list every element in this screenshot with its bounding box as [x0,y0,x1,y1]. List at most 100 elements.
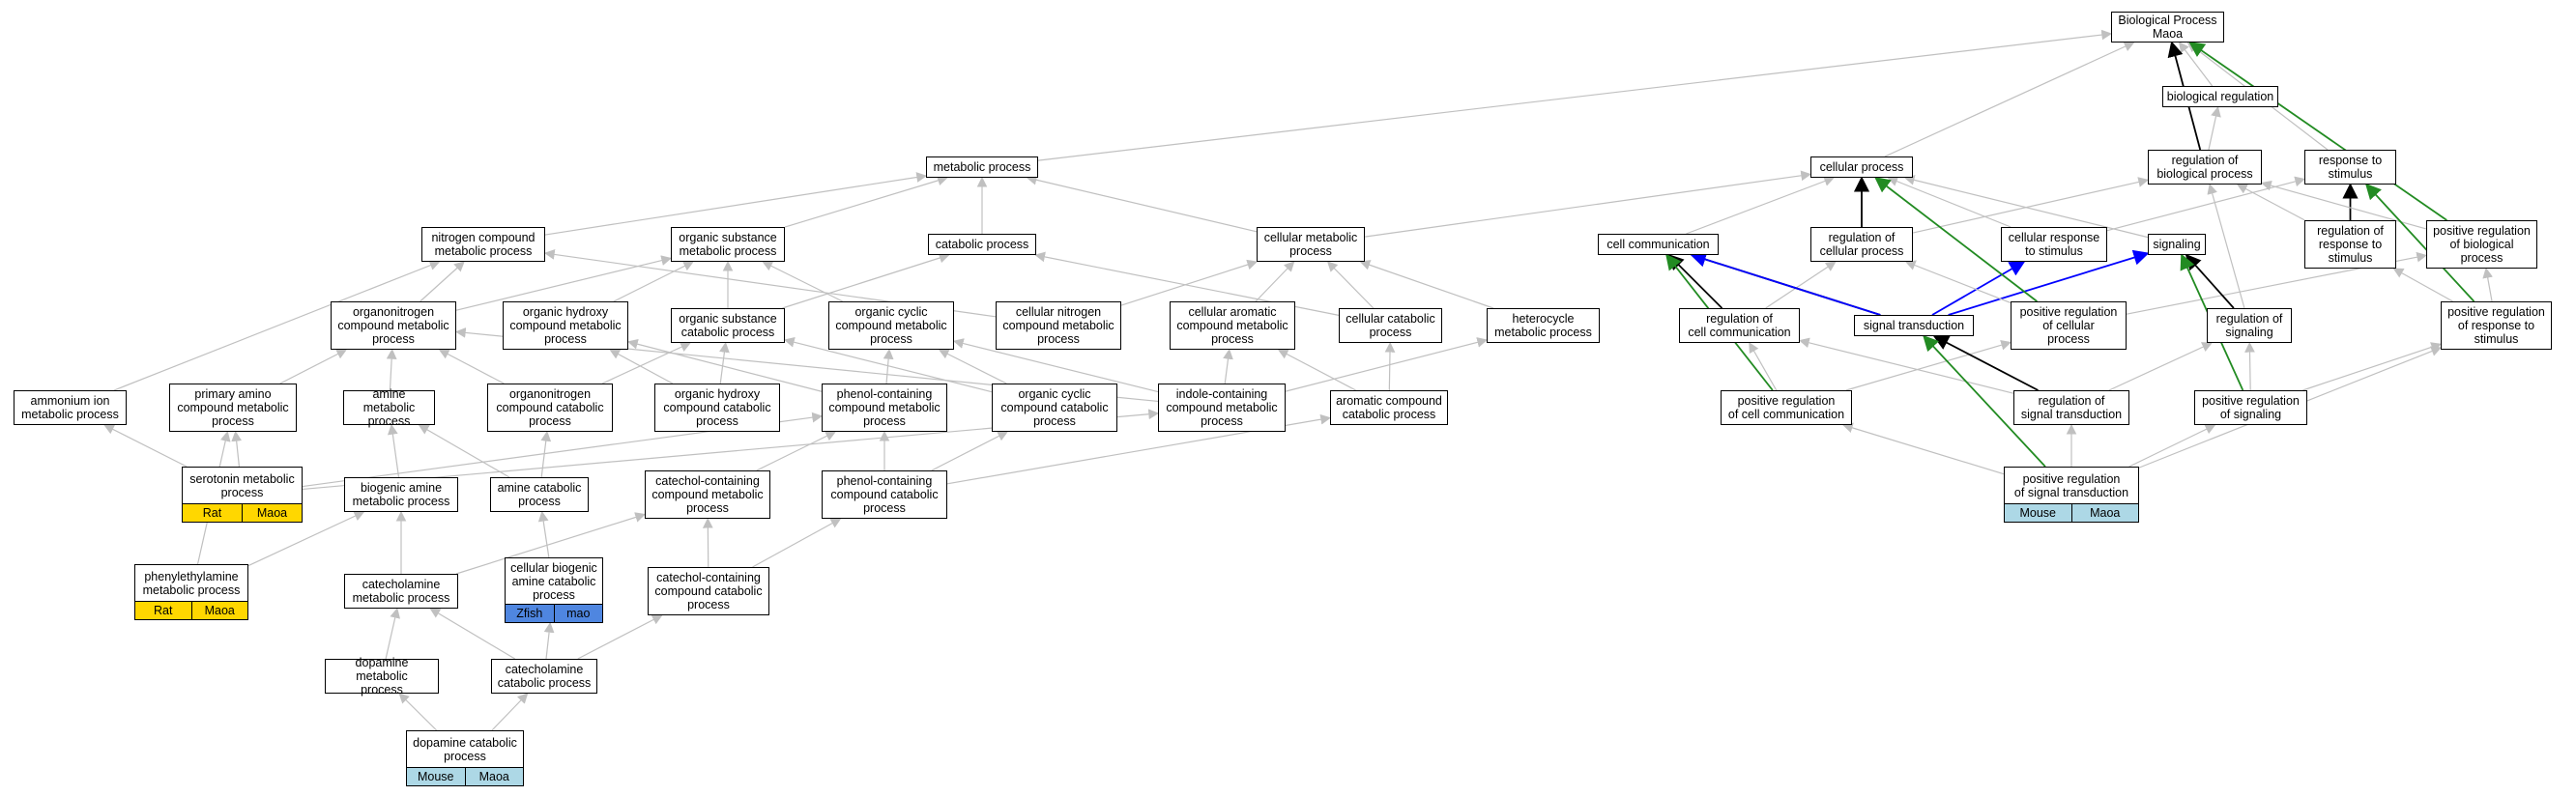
edge-regresp-to-regbio [2236,184,2305,221]
edge-dopacat-to-dopamet [398,693,438,731]
go-term-cellcat[interactable]: cellular catabolic process [1339,308,1442,343]
go-term-label: organic hydroxy compound catabolic proce… [663,387,771,428]
edge-posresp-to-regresp [2392,268,2453,302]
go-term-aminecat[interactable]: amine catabolic process [490,477,589,512]
go-term-cellnitro[interactable]: cellular nitrogen compound metabolic pro… [996,301,1121,350]
go-term-regcomm[interactable]: regulation of cell communication [1679,308,1800,343]
go-term-cellresp[interactable]: cellular response to stimulus [2001,227,2107,262]
go-term-regcell[interactable]: regulation of cellular process [1810,227,1913,262]
go-term-catechcat[interactable]: catechol-containing compound catabolic p… [648,567,769,615]
go-term-label: organic substance catabolic process [679,312,777,339]
go-term-sigtrans[interactable]: signal transduction [1854,315,1974,336]
go-term-dopamet[interactable]: dopamine metabolic process [325,656,439,696]
go-term-metab[interactable]: metabolic process [926,156,1038,178]
go-term-catecholamine[interactable]: catecholamine metabolic process [344,574,458,609]
go-term-label: organic cyclic compound catabolic proces… [1000,387,1109,428]
go-term-label: positive regulation of cellular process [2019,305,2118,346]
go-term-posbio[interactable]: positive regulation of biological proces… [2426,220,2537,269]
edge-orgsub-to-metab [784,175,948,228]
go-term-orgnitro[interactable]: organonitrogen compound metabolic proces… [331,301,456,350]
go-term-posregsig[interactable]: positive regulation of signaling [2194,390,2307,425]
go-term-posregcell[interactable]: positive regulation of cellular process [2011,301,2127,350]
go-term-posresp[interactable]: positive regulation of response to stimu… [2441,301,2552,350]
go-term-orgcyccat[interactable]: organic cyclic compound catabolic proces… [992,384,1117,432]
go-term-label: biogenic amine metabolic process [352,481,450,508]
go-term-biogen[interactable]: biogenic amine metabolic process [344,477,458,512]
go-term-label: organic hydroxy compound metabolic proce… [509,305,622,346]
go-term-label: serotonin metabolic process [182,467,303,504]
go-term-orghyd[interactable]: organic hydroxy compound metabolic proce… [503,301,628,350]
go-term-orgsub[interactable]: organic substance metabolic process [671,227,785,262]
edge-posregcell-to-cellproc [1874,177,2038,302]
go-term-cellbiogen[interactable]: cellular biogenic amine catabolic proces… [505,557,603,623]
go-term-label: organonitrogen compound metabolic proces… [337,305,449,346]
edge-cellcomm-to-cellproc [1686,176,1836,235]
edge-cellnitro-to-cellmet [1120,259,1259,306]
edge-regsigtrans-to-sigtrans [1932,335,2039,391]
edge-aminecat-to-orgnitrocat [540,430,552,478]
go-term-cellmet[interactable]: cellular metabolic process [1257,227,1365,262]
go-term-hetero[interactable]: heterocycle metabolic process [1487,308,1600,343]
go-term-label: cellular nitrogen compound metabolic pro… [1002,305,1114,346]
go-term-catab[interactable]: catabolic process [928,234,1036,255]
edge-posregsig-to-regsig [2244,341,2255,391]
go-term-phencat[interactable]: phenol-containing compound catabolic pro… [822,470,947,519]
edge-catecholcat-to-catechcat [577,614,663,660]
go-term-primam[interactable]: primary amino compound metabolic process [169,384,297,432]
go-term-regresp[interactable]: regulation of response to stimulus [2304,220,2396,269]
go-term-label: regulation of signaling [2215,312,2283,339]
go-term-bp[interactable]: Biological Process Maoa [2111,12,2224,43]
gene-cell: Maoa [191,602,248,620]
go-term-cellarom[interactable]: cellular aromatic compound metabolic pro… [1170,301,1295,350]
go-term-orghydcat[interactable]: organic hydroxy compound catabolic proce… [654,384,780,432]
edge-cellbiogen-to-aminecat [537,510,550,558]
go-term-nitro[interactable]: nitrogen compound metabolic process [421,227,545,262]
go-term-label: Biological Process Maoa [2118,14,2217,41]
gene-cell: mao [554,605,603,623]
go-term-orgcyc[interactable]: organic cyclic compound metabolic proces… [828,301,954,350]
edge-cellcat-to-cellmet [1326,261,1375,309]
go-term-aromcat[interactable]: aromatic compound catabolic process [1330,390,1448,425]
go-term-cellcomm[interactable]: cell communication [1598,234,1719,255]
go-term-posregsigtrans[interactable]: positive regulation of signal transducti… [2004,467,2139,523]
go-term-label: organonitrogen compound catabolic proces… [496,387,604,428]
go-term-regsigtrans[interactable]: regulation of signal transduction [2013,390,2129,425]
go-term-regsig[interactable]: regulation of signaling [2207,308,2292,343]
go-term-posregcomm[interactable]: positive regulation of cell communicatio… [1721,390,1852,425]
edge-catecholcat-to-catecholamine [429,608,516,660]
edge-dopacat-to-catecholcat [491,693,529,731]
edge-indole-to-orgcyc [952,338,1159,393]
edge-orgcyc-to-orgsub [762,261,843,302]
go-term-signaling[interactable]: signaling [2148,234,2206,255]
go-term-label: catecholamine metabolic process [352,578,450,605]
go-term-label: metabolic process [933,160,1031,174]
go-term-phenmet[interactable]: phenol-containing compound metabolic pro… [822,384,947,432]
edge-orgnitrocat-to-orgsubcat [601,342,692,384]
edge-phencat-to-orgcyccat [931,431,1009,471]
go-term-catechmet[interactable]: catechol-containing compound metabolic p… [645,470,770,519]
go-term-aminemet[interactable]: amine metabolic process [343,387,435,428]
edge-posregsigtrans-to-posregcomm [1841,422,2005,475]
go-term-ammon[interactable]: ammonium ion metabolic process [14,390,127,425]
go-term-orgnitrocat[interactable]: organonitrogen compound catabolic proces… [487,384,613,432]
edge-sigtrans-to-cellcomm [1690,251,1881,316]
go-term-breg[interactable]: biological regulation [2162,86,2278,107]
go-term-label: catabolic process [935,238,1029,251]
go-term-regbio[interactable]: regulation of biological process [2148,150,2262,185]
go-term-label: phenylethylamine metabolic process [134,564,248,602]
go-term-orgsubcat[interactable]: organic substance catabolic process [671,308,785,343]
edge-dopamet-to-catecholamine [385,607,401,660]
gene-cell: Maoa [2071,504,2139,523]
edge-signaling-to-cellproc [1903,175,2149,239]
go-term-catecholcat[interactable]: catecholamine catabolic process [491,659,597,694]
go-term-cellproc[interactable]: cellular process [1810,156,1913,178]
go-term-resp[interactable]: response to stimulus [2304,150,2396,185]
edge-orghyd-to-orgsub [613,261,694,302]
go-term-label: organic substance metabolic process [679,231,777,258]
edge-posregsig-to-posresp [2302,342,2443,391]
go-term-indole[interactable]: indole-containing compound metabolic pro… [1158,384,1286,432]
